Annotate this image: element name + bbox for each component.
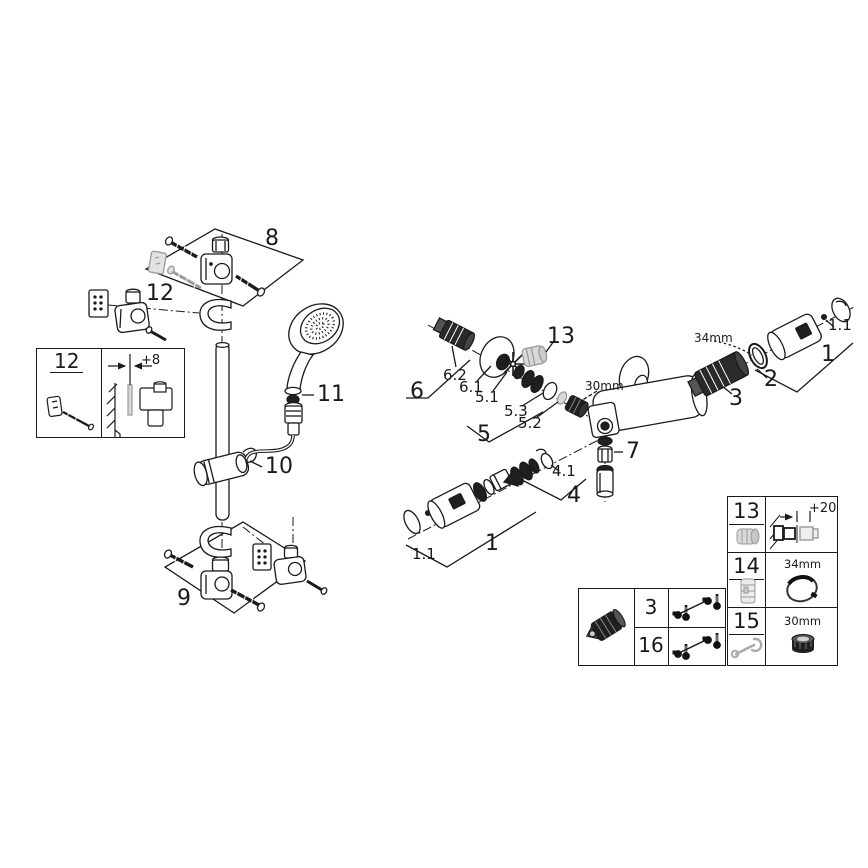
- bottom-wall-bracket: [163, 549, 266, 612]
- tool-row-13: 13: [728, 499, 765, 526]
- leader-3: [721, 385, 733, 395]
- nut-icon: [791, 634, 815, 653]
- table-hline: [728, 552, 837, 553]
- label-diverter-seal: 5.1: [475, 388, 499, 406]
- inset-content: [46, 354, 173, 437]
- shower-hose-inner: [245, 434, 294, 460]
- wall-offset-detail: [106, 354, 173, 437]
- label-ring-size: 34mm: [694, 331, 733, 345]
- leader-1-1-right: [825, 319, 835, 328]
- label-outlet-valve-group: 4: [567, 483, 581, 508]
- tool-row-15: 15: [728, 609, 765, 636]
- leader-1-bottom: [405, 511, 537, 568]
- top-wall-bracket: [200, 236, 233, 285]
- label-anchor-kit: 12: [146, 281, 174, 306]
- glide-holder: [193, 447, 263, 487]
- wall-plug-icon: [46, 395, 95, 431]
- thermostat-handle: [767, 297, 851, 361]
- label-handle-screw-right: 1.1: [828, 316, 852, 334]
- inset-part-label: 12: [50, 351, 84, 373]
- inset-divider: [101, 349, 102, 437]
- group-8-outline: [144, 228, 305, 307]
- leader-13: [545, 340, 555, 353]
- label-diverter-sleeve: 5.3: [504, 402, 528, 420]
- nut-size-note: 30mm: [784, 614, 822, 628]
- extension-mounting-icon: [769, 511, 819, 550]
- wrench-icon: [730, 637, 763, 659]
- tool-part-number: 13: [729, 499, 764, 526]
- outlet-connector: [597, 436, 613, 463]
- grip-handle-bottom: [403, 468, 513, 535]
- leader-4: [519, 478, 587, 501]
- cartridge-icon: [740, 578, 756, 604]
- table-vline: [765, 497, 766, 665]
- label-check-valve: 6.2: [443, 366, 467, 384]
- top-screws: [164, 236, 266, 297]
- bottom-rail-clamp: [199, 526, 232, 558]
- leader-2: [756, 368, 768, 379]
- small-leaders: [406, 345, 559, 443]
- check-valve-icon: [586, 609, 626, 641]
- tools-spares-table: 13 +20 14 34: [727, 496, 838, 666]
- label-diverter-group: 5: [477, 422, 491, 447]
- variant-row-3: 3: [634, 596, 668, 618]
- anchor-kit-gray: [147, 250, 202, 290]
- thermostat-mixer: [403, 297, 857, 568]
- label-stop-ring: 2: [764, 367, 778, 392]
- label-cartridge: 3: [729, 386, 743, 411]
- label-handle-screw-bottom: 1.1: [412, 545, 436, 563]
- seal-star: [501, 352, 525, 376]
- label-top-bracket: 8: [265, 226, 279, 251]
- label-bottom-bracket: 9: [177, 586, 191, 611]
- parts-variants-table: 3 16: [578, 588, 726, 666]
- diverter-parts: [521, 370, 589, 418]
- shower-rail: [215, 341, 230, 521]
- diverter-oring: [513, 364, 525, 380]
- leader-30mm: [580, 390, 598, 402]
- mounting-inset-box: [36, 348, 185, 438]
- bottom-right-wall-bracket: [252, 543, 328, 595]
- variant-row-16: 16: [634, 634, 668, 656]
- label-nut-size: 30mm: [585, 379, 624, 393]
- label-gasket: 11: [317, 382, 345, 407]
- thermostatic-cartridge: [687, 351, 750, 397]
- hose-connector: [284, 401, 303, 436]
- label-outlet-valve-ring: 4.1: [552, 462, 576, 480]
- label-diverter-ring: 5.2: [518, 414, 542, 432]
- table-hline: [634, 627, 725, 628]
- label-handle-right: 1: [821, 342, 835, 367]
- inset-offset-label: +8: [141, 353, 161, 368]
- extension-sleeve-icon: [736, 528, 760, 545]
- label-handle-bottom: 1: [485, 531, 499, 556]
- label-extension-cap: 13: [547, 324, 575, 349]
- hand-shower: [284, 303, 344, 396]
- shower-outlet-fitting: [596, 464, 614, 498]
- hot-cold-valve-icon: [672, 633, 721, 660]
- stop-ring: [748, 342, 768, 370]
- extension-note: +20: [809, 501, 837, 516]
- ring-size-note: 34mm: [784, 557, 822, 571]
- label-escutcheon: 6.1: [459, 378, 483, 396]
- label-outlet-connector: 7: [626, 439, 640, 464]
- leader-1-right: [754, 342, 854, 393]
- table-hline: [728, 607, 837, 608]
- variant-part-number: 3: [644, 595, 658, 619]
- tool-part-number: 15: [729, 609, 764, 636]
- variant-part-number: 16: [638, 633, 664, 657]
- label-glide-holder: 10: [265, 454, 293, 479]
- label-check-valve-group: 6: [410, 379, 424, 404]
- shower-rail-set: [88, 228, 344, 614]
- inlet-check-valve: [432, 317, 476, 351]
- left-wall-bracket: [88, 288, 167, 342]
- stop-ring-icon: [786, 575, 818, 603]
- top-rail-clamp: [199, 299, 232, 331]
- extension-cap: [521, 345, 548, 367]
- outlet-check-valve: [502, 448, 554, 487]
- hot-cold-valve-icon: [672, 594, 721, 621]
- leader-4-1: [550, 464, 560, 472]
